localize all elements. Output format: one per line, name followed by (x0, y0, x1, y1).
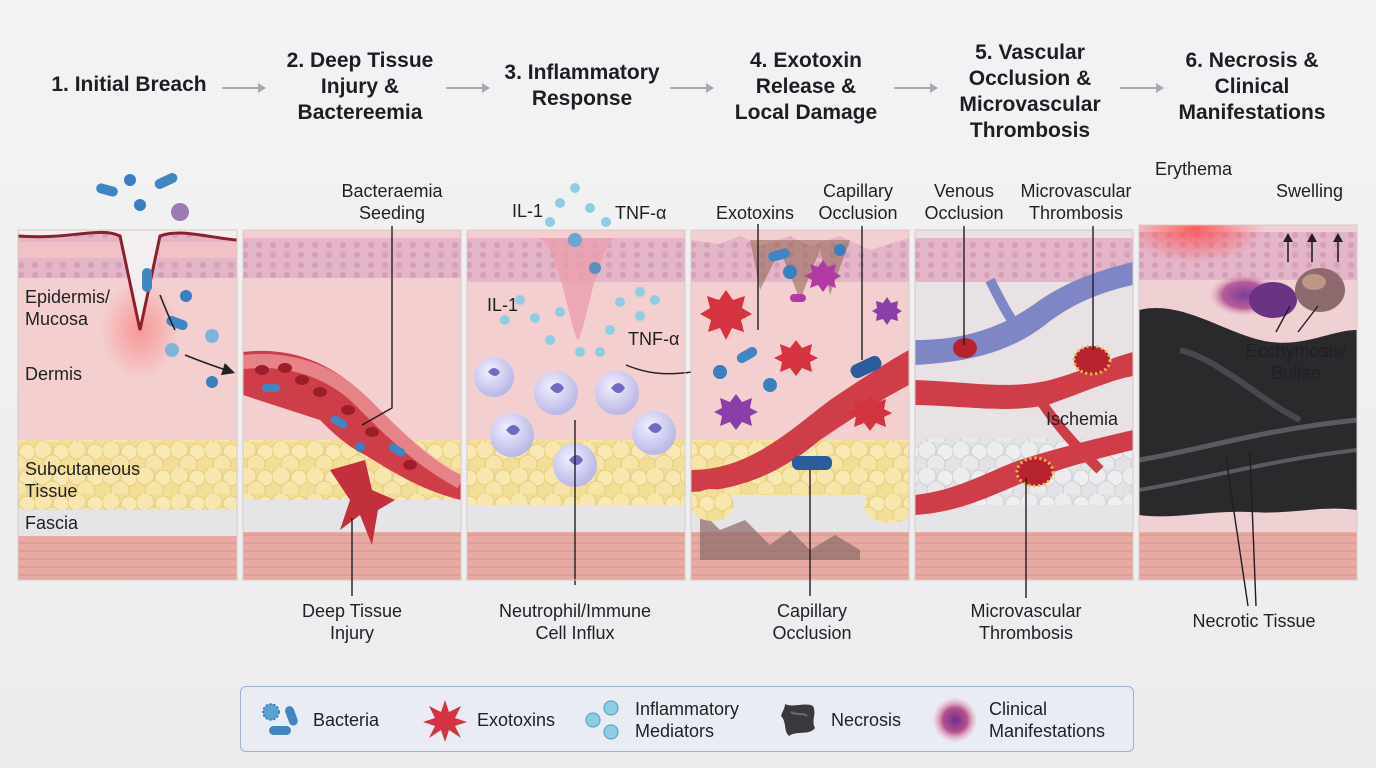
stage-arrow-1 (222, 83, 266, 93)
panel-1-initial-breach (18, 230, 237, 580)
stage-title-3: 3. Inflammatory Response (504, 61, 660, 110)
label-neutrophil-influx: Neutrophil/Immune Cell Influx (498, 601, 652, 643)
label-microvascular-thrombosis-bottom: Microvascular Thrombosis (970, 601, 1082, 643)
stage-arrow-2 (446, 83, 490, 93)
label-il1-top: IL-1 (512, 201, 544, 221)
stage-title-2: 2. Deep Tissue Injury & Bactereemia (286, 49, 434, 124)
layer-label-dermis: Dermis (25, 364, 82, 384)
panel-1-bacteria (96, 173, 236, 388)
label-il1-mid: IL-1 (487, 295, 519, 315)
layer-label-fascia: Fascia (25, 513, 79, 533)
panel-5-thrombi (953, 338, 1112, 488)
stage-arrow-3 (670, 83, 714, 93)
panel-3-mediators (500, 183, 660, 357)
label-capillary-occlusion-top: Capillary Occlusion (818, 181, 898, 223)
label-tnf-mid: TNF-α (628, 329, 680, 349)
layer-label-subcutaneous: Subcutaneous Tissue (25, 459, 141, 501)
legend-item-inflammatory-mediators: Inflammatory Mediators (583, 687, 739, 753)
legend: Bacteria Exotoxins Inflammatory Mediator… (240, 686, 1134, 752)
legend-label-necrosis: Necrosis (831, 710, 902, 730)
legend-label-bacteria: Bacteria (313, 710, 380, 730)
label-ecchymosis-bullae: Ecchymosis/ Bullae (1245, 341, 1347, 383)
inflammatory-mediator-icon (585, 700, 619, 740)
exotoxin-icon (423, 700, 467, 742)
stage-arrow-4 (894, 83, 938, 93)
label-ischemia: Ischemia (1046, 409, 1119, 429)
panel-5-vascular-occlusion (915, 230, 1133, 580)
legend-item-clinical-manifestations: Clinical Manifestations (931, 687, 1105, 753)
stage-title-6: 6. Necrosis & Clinical Manifestations (1178, 49, 1326, 124)
panel-6-necrosis (1139, 225, 1357, 580)
stage-title-1: 1. Initial Breach (51, 73, 207, 96)
legend-item-necrosis: Necrosis (777, 687, 901, 753)
panel-2-blood-cells (255, 363, 417, 470)
legend-label-exotoxins: Exotoxins (477, 710, 556, 730)
layer-label-epidermis: Epidermis/ Mucosa (25, 287, 111, 329)
stage-arrow-5 (1120, 83, 1164, 93)
label-microvascular-thrombosis-top: Microvascular Thrombosis (1020, 181, 1132, 223)
panel-6-bullae (1208, 233, 1345, 318)
legend-label-clinical-manifestations: Clinical Manifestations (989, 699, 1106, 741)
label-capillary-occlusion-bottom: Capillary Occlusion (772, 601, 852, 643)
legend-item-exotoxins: Exotoxins (423, 687, 555, 753)
panel-3-inflammatory-response (467, 230, 685, 580)
panel-3-neutrophils (474, 357, 693, 585)
stage-title-4: 4. Exotoxin Release & Local Damage (734, 49, 878, 124)
necrosis-icon (781, 704, 815, 736)
bacteria-icon (262, 703, 298, 735)
label-exotoxins: Exotoxins (716, 203, 795, 223)
leader-lines (351, 224, 1319, 607)
label-necrotic-tissue: Necrotic Tissue (1192, 611, 1316, 631)
legend-label-inflammatory-mediators: Inflammatory Mediators (635, 699, 740, 741)
panel-4-exotoxins (700, 244, 902, 470)
label-venous-occlusion: Venous Occlusion (924, 181, 1004, 223)
legend-item-bacteria: Bacteria (259, 687, 379, 753)
label-tnf-top: TNF-α (615, 203, 667, 223)
clinical-manifestation-icon (933, 698, 977, 742)
label-swelling: Swelling (1276, 181, 1344, 201)
stage-title-5: 5. Vascular Occlusion & Microvascular Th… (959, 41, 1101, 142)
label-deep-tissue-injury: Deep Tissue Injury (301, 601, 403, 643)
label-bacteraemia-seeding: Bacteraemia Seeding (341, 181, 443, 223)
label-erythema: Erythema (1155, 159, 1233, 179)
